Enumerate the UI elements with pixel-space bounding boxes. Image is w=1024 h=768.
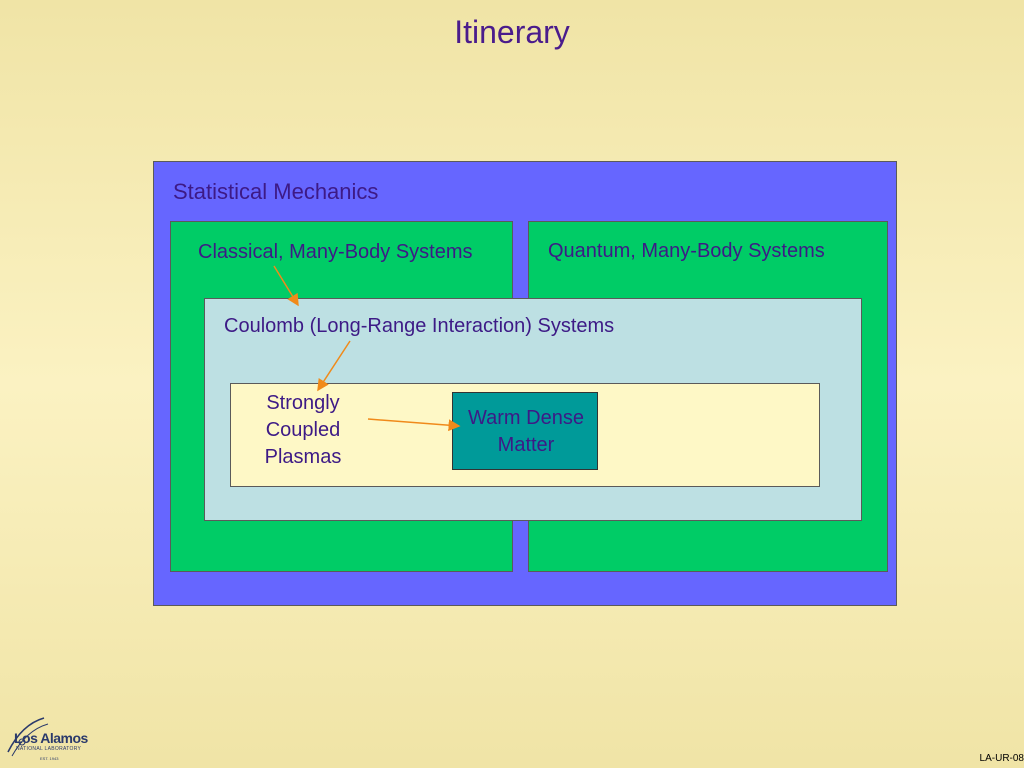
quantum-systems-label: Quantum, Many-Body Systems	[548, 240, 825, 262]
warm-dense-matter-label: Warm Dense Matter	[468, 407, 584, 456]
warm-dense-matter-box	[452, 392, 598, 470]
document-code: LA-UR-08	[979, 753, 1024, 764]
coulomb-systems-label: Coulomb (Long-Range Interaction) Systems	[224, 315, 615, 337]
statistical-mechanics-label: Statistical Mechanics	[173, 179, 379, 204]
logo-est: EST. 1943	[40, 756, 59, 761]
slide-title: Itinerary	[454, 14, 570, 50]
strongly-coupled-plasmas-label: Strongly Coupled Plasmas	[264, 392, 342, 468]
logo-name: Los Alamos	[14, 730, 88, 746]
classical-systems-label: Classical, Many-Body Systems	[198, 241, 473, 263]
los-alamos-logo-icon	[7, 717, 49, 757]
logo-subtitle: NATIONAL LABORATORY	[16, 746, 82, 752]
